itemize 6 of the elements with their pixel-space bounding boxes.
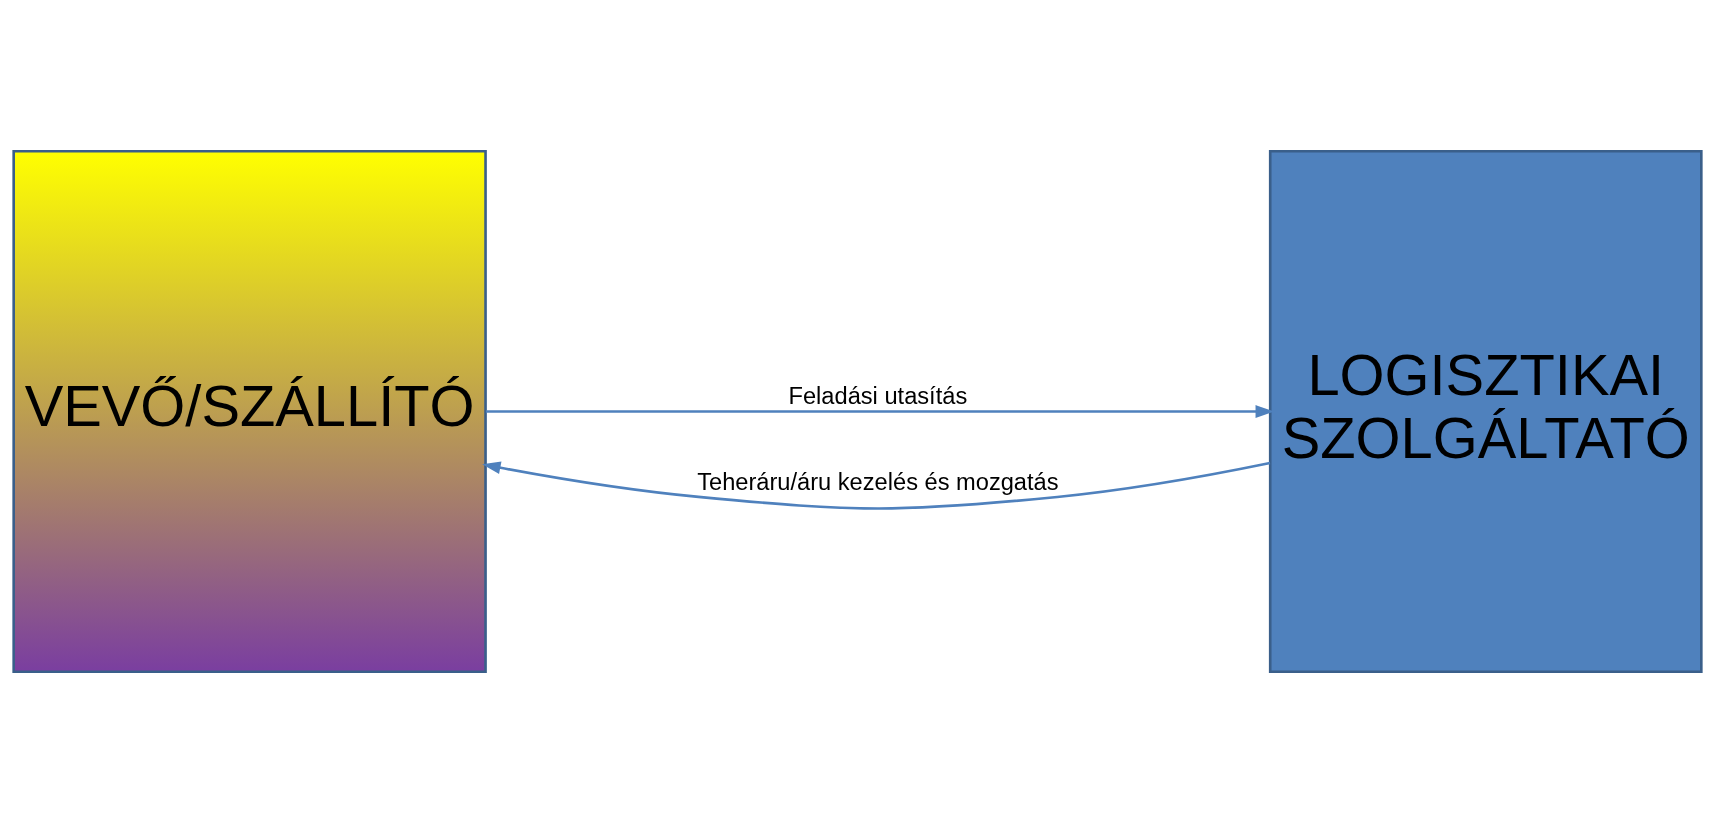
node-box: LOGISZTIKAI SZOLGÁLTATÓ: [1268, 149, 1703, 673]
edge-label: Feladási utasítás: [788, 382, 968, 409]
edge-label: Teheráru/áru kezelés és mozgatás: [697, 468, 1059, 495]
node-box: VEVŐ/SZÁLLÍTÓ: [12, 149, 487, 673]
arrow: [482, 460, 1271, 510]
arrow: [485, 404, 1274, 418]
